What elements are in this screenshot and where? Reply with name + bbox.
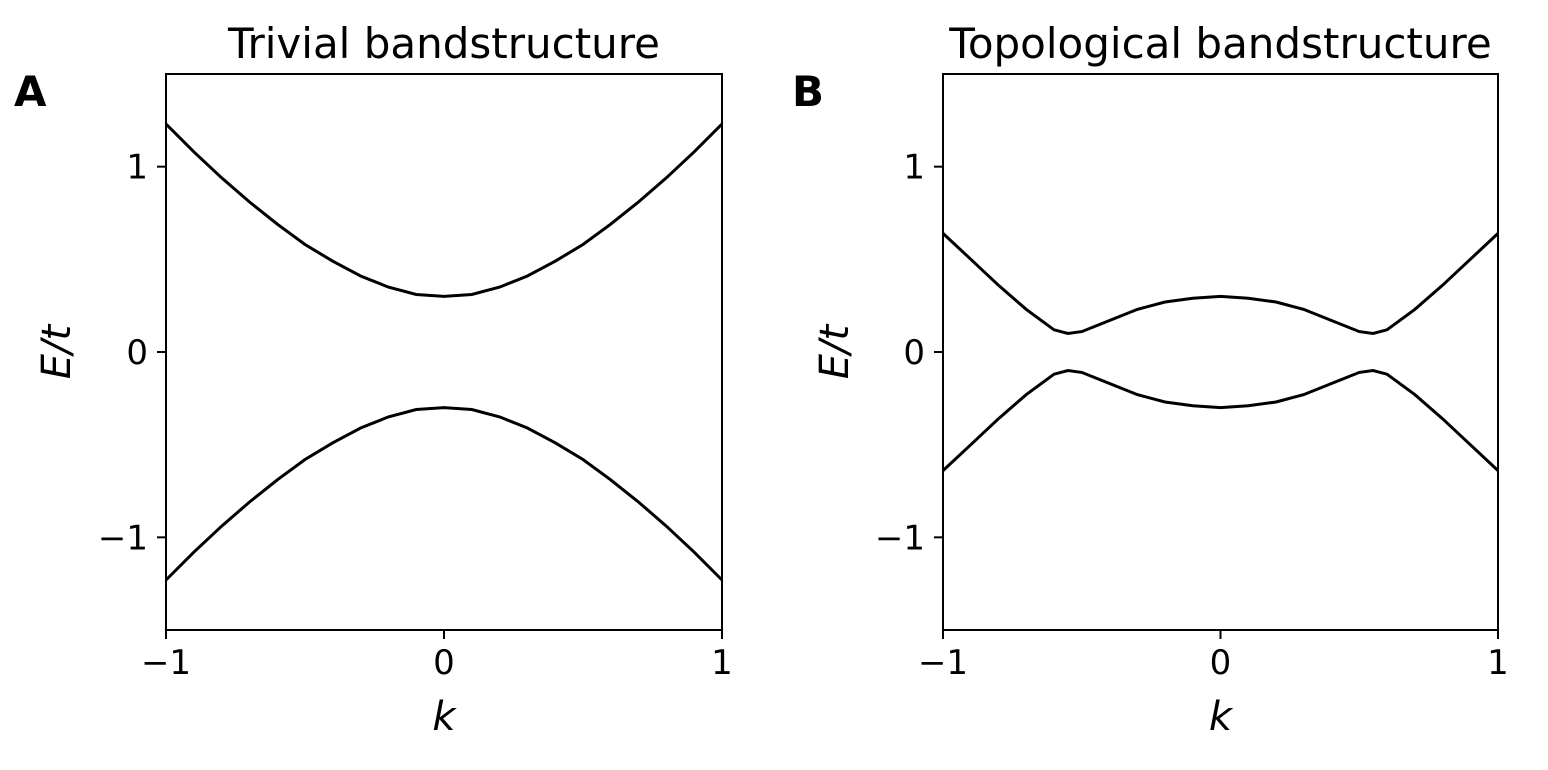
band-line-upper: [164, 122, 724, 298]
chart-title: Trivial bandstructure: [227, 19, 660, 68]
y-tick-label: 1: [903, 148, 925, 188]
band-line-upper: [941, 232, 1500, 336]
band-line-lower: [164, 406, 724, 582]
y-tick-label: 0: [126, 333, 148, 373]
chart-title: Topological bandstructure: [948, 19, 1491, 68]
y-tick-label: 1: [126, 148, 148, 188]
y-tick-label: −1: [98, 518, 148, 558]
band-line-lower: [941, 368, 1500, 472]
y-axis-label: E/t: [812, 323, 858, 379]
x-tick-label: −1: [918, 643, 968, 683]
x-tick-label: 1: [1487, 643, 1509, 683]
panel-label: A: [14, 67, 47, 116]
x-tick-label: −1: [141, 643, 191, 683]
axes-frame: [165, 73, 723, 631]
x-tick-label: 0: [433, 643, 455, 683]
x-axis-label: k: [432, 694, 457, 740]
y-axis-label: E/t: [34, 323, 80, 379]
x-tick-label: 0: [1210, 643, 1232, 683]
panel-label: B: [792, 67, 824, 116]
axes-frame: [942, 73, 1499, 631]
y-tick-label: −1: [875, 518, 925, 558]
y-tick-label: 0: [903, 333, 925, 373]
x-axis-label: k: [1209, 694, 1234, 740]
x-tick-label: 1: [711, 643, 733, 683]
